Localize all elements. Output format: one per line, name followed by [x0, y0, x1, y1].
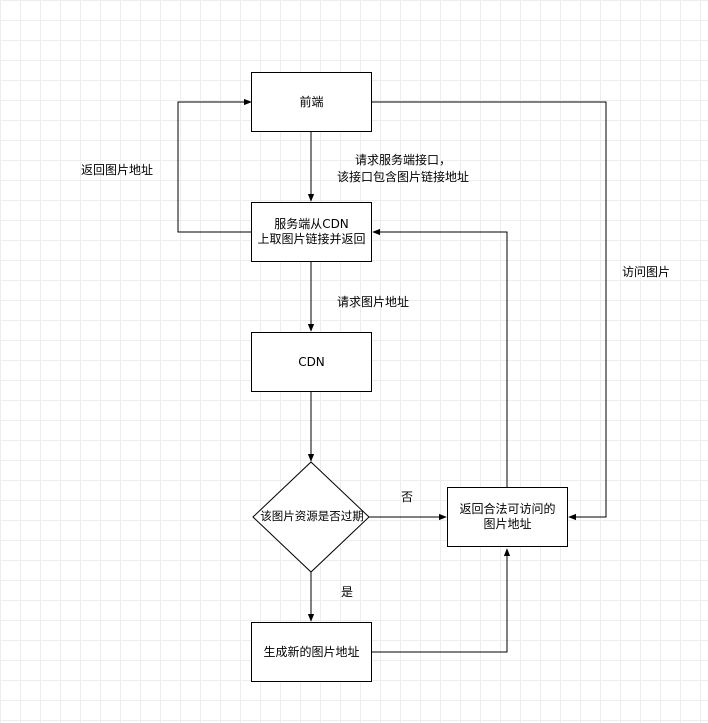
edge-label-access-image: 访问图片 [622, 265, 671, 279]
cdn-label: CDN [298, 354, 325, 369]
cdn-node: CDN [251, 332, 372, 392]
edge-label-yes: 是 [341, 585, 354, 599]
return-valid-label-line2: 图片地址 [483, 517, 532, 531]
edge-label-request-server: 请求服务端接口， 该接口包含图片链接地址 [337, 152, 469, 186]
frontend-label: 前端 [299, 94, 324, 109]
edge-label-return-image-address: 返回图片地址 [81, 163, 154, 177]
return-valid-label-line1: 返回合法可访问的 [459, 502, 556, 516]
return-valid-node: 返回合法可访问的 图片地址 [447, 487, 568, 547]
generate-node: 生成新的图片地址 [251, 622, 372, 682]
server-label-line1: 服务端从CDN [274, 217, 349, 231]
edge-generate-to-return [372, 548, 511, 653]
edge-server-to-frontend [177, 98, 252, 233]
frontend-node: 前端 [251, 72, 372, 132]
generate-label: 生成新的图片地址 [263, 644, 360, 659]
edge-label-request-image-address: 请求图片地址 [337, 295, 410, 309]
server-node: 服务端从CDN 上取图片链接并返回 [251, 202, 372, 262]
edge-label-request-server-line2: 该接口包含图片链接地址 [337, 170, 470, 184]
decision-diamond [252, 461, 370, 573]
decision-label: 该图片资源是否过期 [260, 509, 364, 523]
edge-return-to-server [372, 228, 508, 487]
edge-label-request-server-line1: 请求服务端接口， [355, 153, 452, 167]
edge-label-no: 否 [401, 490, 414, 504]
server-label-line2: 上取图片链接并返回 [257, 232, 366, 246]
edge-frontend-access-image [372, 101, 607, 521]
